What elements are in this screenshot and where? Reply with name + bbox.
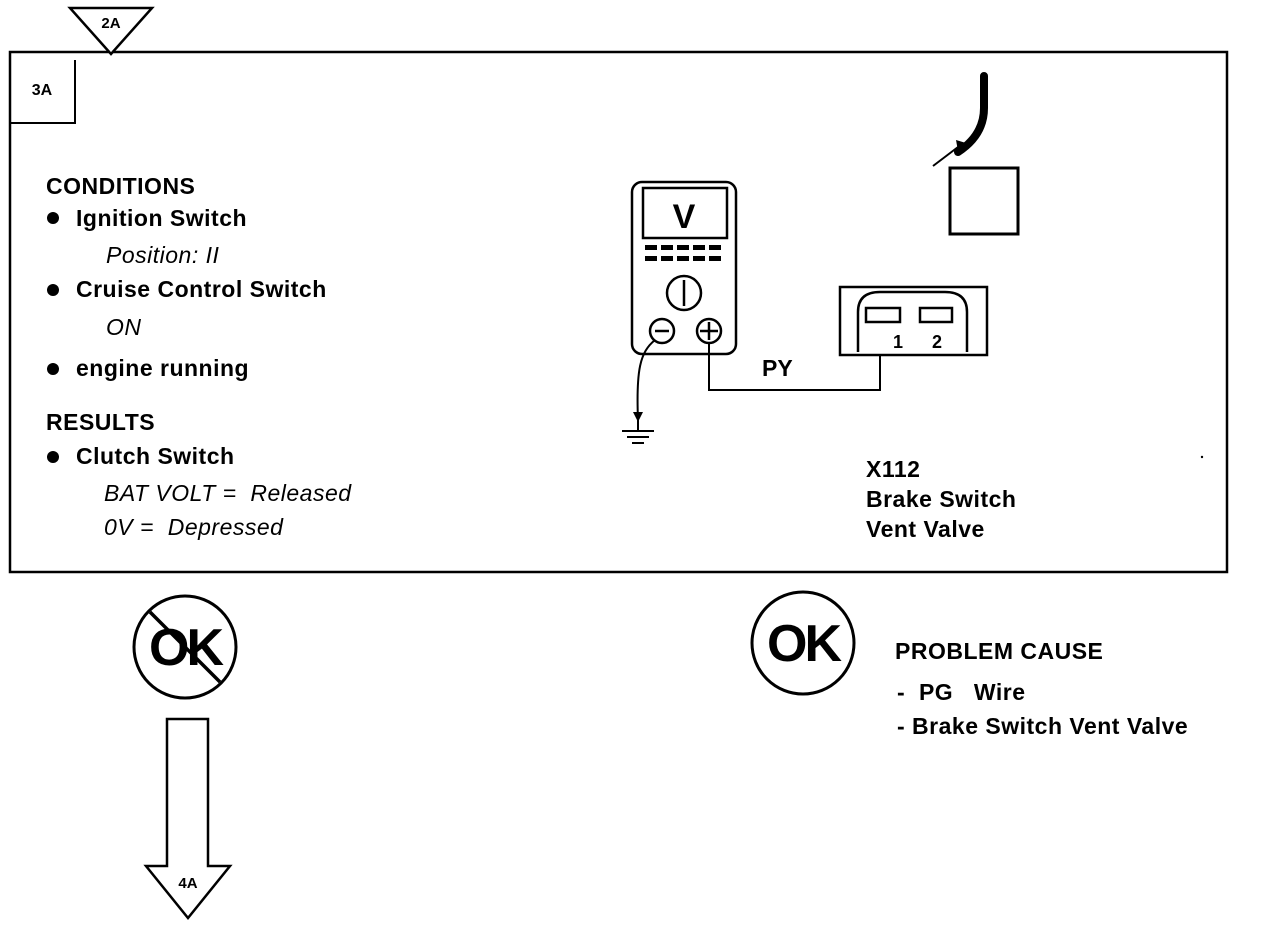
- step-id-box: 3A: [10, 60, 76, 124]
- speck-mark: [1200, 455, 1204, 459]
- conditions-heading: CONDITIONS: [46, 173, 196, 199]
- result-label: Clutch Switch: [76, 443, 235, 469]
- condition-label: Cruise Control Switch: [76, 276, 327, 302]
- voltmeter-display: V: [673, 198, 696, 236]
- entry-step-marker[interactable]: 2A: [67, 6, 155, 56]
- ground-lead: [633, 339, 656, 422]
- result-detail: 0V = Depressed: [104, 514, 284, 540]
- next-step-arrow[interactable]: 4A: [143, 717, 233, 920]
- component-name-line2: Vent Valve: [866, 516, 985, 542]
- condition-label: Ignition Switch: [76, 205, 248, 231]
- not-ok-strike: [148, 610, 222, 684]
- condition-detail: Position: II: [106, 242, 220, 268]
- problem-cause-item: - PG Wire: [897, 679, 1026, 705]
- negative-terminal: [648, 317, 676, 345]
- meter-dial: [665, 274, 703, 312]
- problem-cause-item: - Brake Switch Vent Valve: [897, 713, 1189, 739]
- connector-pin-1-label: 1: [893, 332, 903, 352]
- step-id-label: 3A: [31, 82, 53, 99]
- meter-keypad: [645, 245, 721, 261]
- voltmeter-icon: V: [630, 180, 738, 356]
- bullet-icon: [47, 451, 59, 463]
- component-name-line1: Brake Switch: [866, 486, 1017, 512]
- positive-terminal: [695, 317, 723, 345]
- next-step-label: 4A: [178, 875, 197, 892]
- ground-icon: [622, 420, 654, 444]
- entry-step-label: 2A: [101, 15, 120, 32]
- vent-valve-icon: [932, 72, 1020, 236]
- condition-detail: ON: [106, 314, 142, 340]
- bullet-icon: [47, 363, 59, 375]
- problem-cause-heading: PROBLEM CAUSE: [895, 638, 1104, 664]
- connector-x112: 1 2: [838, 285, 989, 357]
- not-ok-outcome[interactable]: OK: [132, 594, 238, 700]
- results-heading: RESULTS: [46, 409, 156, 435]
- ok-label: OK: [767, 615, 842, 673]
- wire-color-label: PY: [762, 355, 793, 381]
- ok-outcome[interactable]: OK: [750, 590, 856, 696]
- connector-pin-2-slot: [918, 306, 954, 324]
- bullet-icon: [47, 284, 59, 296]
- step-frame: [8, 50, 1229, 574]
- component-id: X112: [866, 456, 921, 482]
- bullet-icon: [47, 212, 59, 224]
- connector-pin-1-slot: [864, 306, 902, 324]
- result-detail: BAT VOLT = Released: [104, 480, 352, 506]
- condition-label: engine running: [76, 355, 250, 381]
- connector-pin-2-label: 2: [932, 332, 942, 352]
